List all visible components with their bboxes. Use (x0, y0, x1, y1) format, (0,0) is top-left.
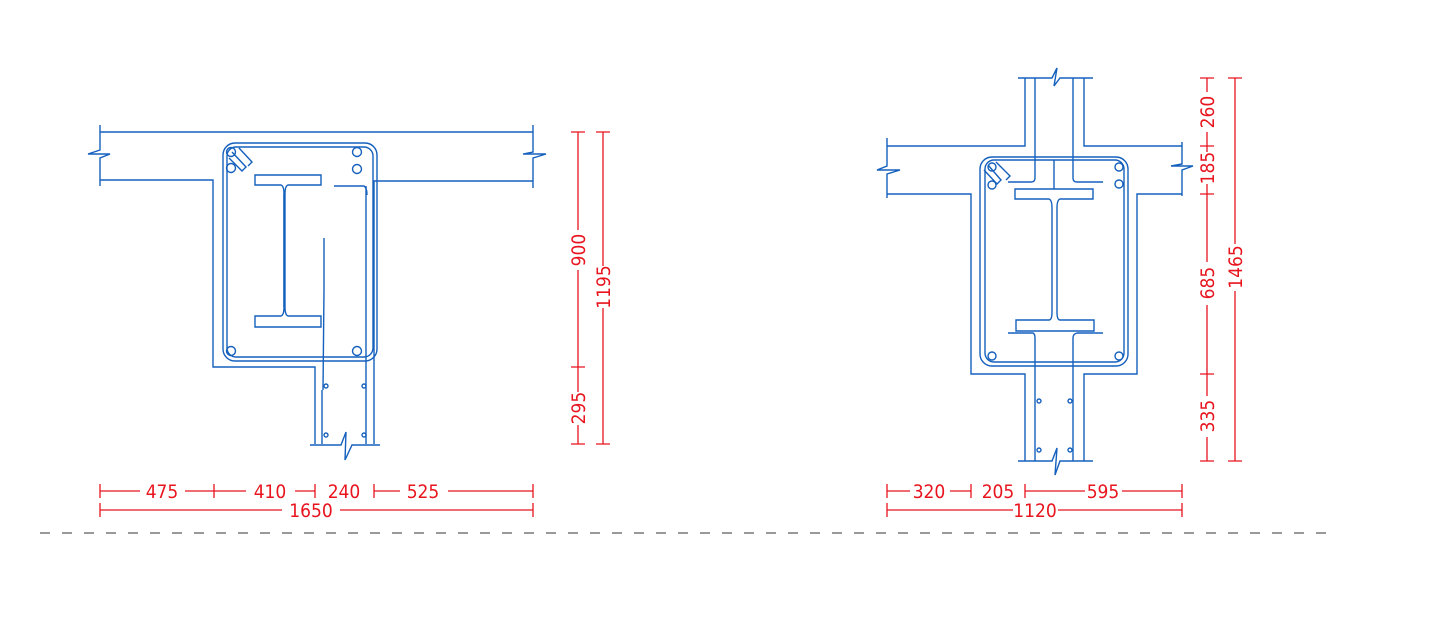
left-beam-outline-right (373, 180, 533, 444)
left-dim-total-1650: 1650 (289, 500, 333, 522)
left-slab-break-left (87, 125, 111, 186)
left-wall-rebar (323, 383, 329, 389)
left-horizontal-dimensions: 475 410 240 525 1650 (99, 481, 534, 522)
right-rebar-circle (987, 180, 997, 190)
left-ibeam (254, 174, 322, 328)
left-rebar-circle (351, 146, 363, 158)
right-column-rebar (1067, 398, 1073, 404)
right-dim-260: 260 (1197, 96, 1219, 129)
dim-line-total (886, 503, 1183, 517)
left-wall-rebar (361, 383, 367, 389)
right-dim-335: 335 (1197, 400, 1219, 433)
left-vertical-dimensions: 900 295 1195 (568, 131, 615, 445)
right-dim-185: 185 (1197, 152, 1219, 185)
right-dim-320: 320 (913, 481, 946, 503)
right-column-rebar (1036, 398, 1042, 404)
right-slab-break-right (1170, 142, 1194, 196)
left-dim-900: 900 (568, 234, 590, 267)
dim-line-total (1228, 77, 1242, 462)
right-rebar-circle (1114, 162, 1124, 172)
right-dim-205: 205 (982, 481, 1015, 503)
left-dim-240: 240 (328, 481, 361, 503)
left-wall-inner-line (321, 238, 325, 444)
right-dim-595: 595 (1087, 481, 1120, 503)
left-section-structure (87, 125, 547, 461)
right-rebar-circle (1114, 179, 1124, 189)
left-wall-rebar (323, 432, 329, 438)
right-column-rebar (1036, 447, 1042, 453)
right-rebar-circle (1114, 351, 1124, 361)
right-column-inner-upper (1008, 78, 1103, 183)
right-lower-column-bottom-break (1018, 447, 1093, 476)
left-dim-525: 525 (407, 481, 440, 503)
right-dim-total-1120: 1120 (1013, 500, 1057, 522)
dim-ticks (99, 484, 534, 498)
right-rebar-circle (987, 162, 997, 172)
left-stirrup-outer (222, 142, 378, 362)
left-rebar-circle (351, 345, 363, 357)
right-column-inner-lower (1008, 332, 1103, 461)
right-slab-break-left (876, 138, 901, 198)
left-stirrup-hook (228, 147, 253, 172)
right-column-outline-right (1083, 78, 1182, 461)
left-rebar-circle (225, 146, 237, 158)
right-column-rebar (1067, 447, 1073, 453)
left-rebar-circle (351, 163, 363, 175)
right-rebar-circle (987, 351, 997, 361)
dim-line-total (99, 503, 534, 517)
dim-line-total (596, 131, 610, 445)
right-stirrup-outer (979, 156, 1129, 367)
right-upper-column-top-break (1018, 67, 1093, 87)
left-beam-outline-left (100, 179, 316, 444)
right-dim-685: 685 (1197, 267, 1219, 300)
left-dim-475: 475 (146, 481, 179, 503)
left-rebar-circle (225, 345, 237, 357)
left-dim-410: 410 (254, 481, 287, 503)
right-column-outline-left (887, 78, 1026, 461)
left-reinforcement-line (334, 185, 368, 196)
right-vertical-dimensions: 260 185 685 335 1465 (1197, 77, 1247, 462)
right-ibeam (1014, 188, 1095, 332)
dim-ticks (886, 484, 1183, 498)
right-stirrup-hook (983, 161, 1011, 186)
left-slab-break-right (522, 125, 547, 188)
dim-line (571, 131, 585, 445)
left-rebar-circle (225, 162, 237, 174)
left-dim-total-1195: 1195 (593, 265, 615, 309)
left-wall-bottom-break (310, 431, 380, 461)
left-dim-295: 295 (568, 392, 590, 425)
left-stirrup-inner (226, 146, 374, 358)
right-horizontal-dimensions: 320 205 595 1120 (886, 481, 1183, 522)
dim-line (1200, 77, 1214, 462)
right-dim-total-1465: 1465 (1225, 245, 1247, 289)
right-section-structure (876, 67, 1194, 476)
left-wall-rebar (361, 432, 367, 438)
